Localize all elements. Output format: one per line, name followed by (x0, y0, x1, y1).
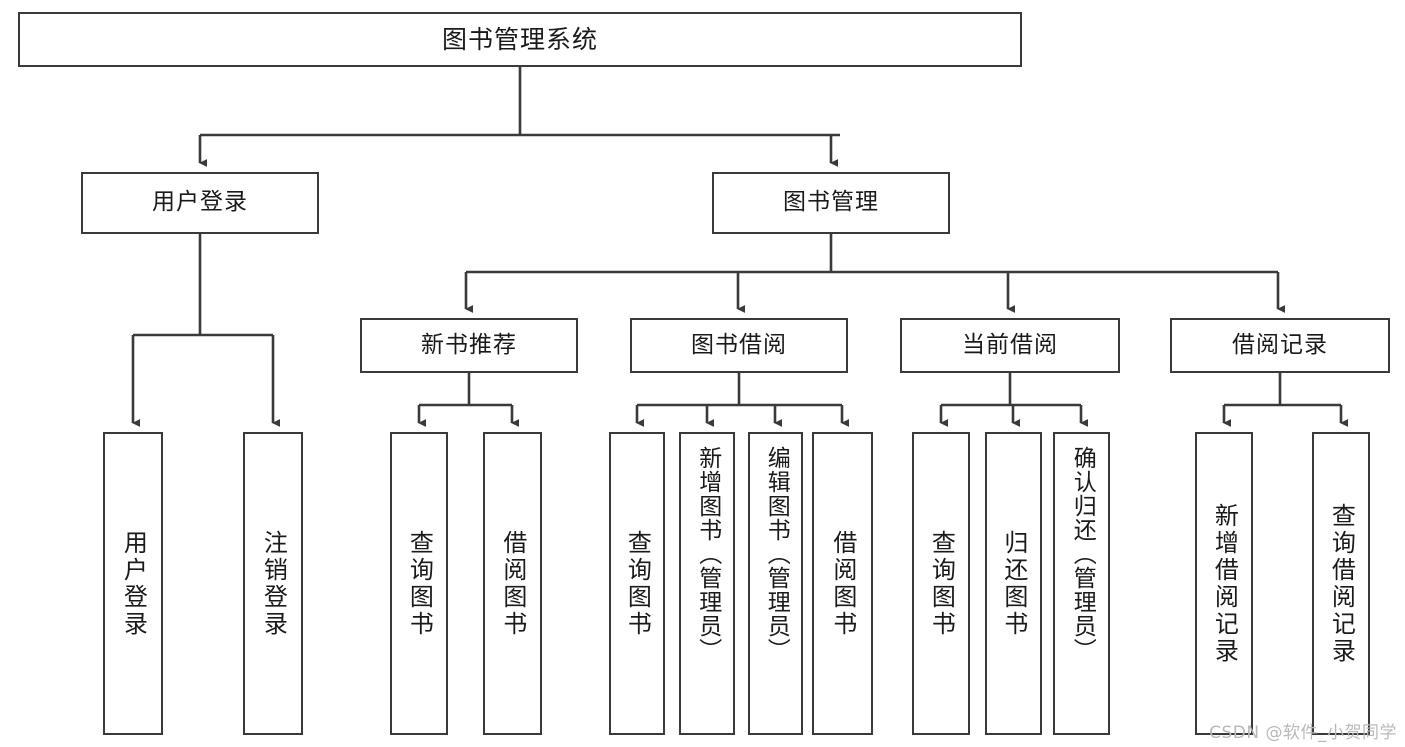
node-query-book-current[interactable]: 查询图书 (912, 432, 970, 735)
node-book-manage-label: 图书管理 (783, 189, 879, 216)
node-confirm-return-admin-label: 确认归还（管理员） (1069, 446, 1096, 662)
node-add-borrow-record-label: 新增借阅记录 (1210, 502, 1239, 665)
node-book-manage[interactable]: 图书管理 (712, 172, 950, 234)
node-borrow-book-rec-label: 借阅图书 (498, 529, 527, 638)
node-current-borrow[interactable]: 当前借阅 (900, 318, 1120, 373)
node-borrow-record[interactable]: 借阅记录 (1170, 318, 1390, 373)
node-add-book-admin[interactable]: 新增图书（管理员） (679, 432, 735, 735)
node-new-book-rec-label: 新书推荐 (421, 331, 517, 358)
node-query-book-current-label: 查询图书 (927, 529, 956, 638)
node-borrow-book-label: 借阅图书 (828, 529, 857, 638)
node-query-book-rec-label: 查询图书 (405, 529, 434, 638)
node-add-borrow-record[interactable]: 新增借阅记录 (1195, 432, 1253, 735)
node-user-login[interactable]: 用户登录 (81, 172, 319, 234)
node-borrow-book-rec[interactable]: 借阅图书 (483, 432, 542, 735)
node-user-login-label: 用户登录 (152, 189, 248, 216)
node-query-book-borrow[interactable]: 查询图书 (609, 432, 665, 735)
node-confirm-return-admin[interactable]: 确认归还（管理员） (1053, 432, 1110, 735)
node-user-login-leaf-label: 用户登录 (119, 529, 148, 638)
node-return-book-label: 归还图书 (999, 529, 1028, 638)
node-query-borrow-record-label: 查询借阅记录 (1327, 502, 1356, 665)
node-borrow-book[interactable]: 借阅图书 (812, 432, 873, 735)
node-user-login-leaf[interactable]: 用户登录 (103, 432, 163, 735)
node-book-borrow-label: 图书借阅 (691, 331, 787, 358)
node-logout-leaf[interactable]: 注销登录 (243, 432, 303, 735)
node-logout-leaf-label: 注销登录 (259, 529, 288, 638)
node-new-book-rec[interactable]: 新书推荐 (360, 318, 578, 373)
node-current-borrow-label: 当前借阅 (962, 331, 1058, 358)
node-root-label: 图书管理系统 (441, 24, 598, 54)
node-query-borrow-record[interactable]: 查询借阅记录 (1312, 432, 1370, 735)
node-edit-book-admin-label: 编辑图书（管理员） (763, 446, 790, 662)
node-root[interactable]: 图书管理系统 (18, 12, 1022, 67)
node-book-borrow[interactable]: 图书借阅 (630, 318, 848, 373)
csdn-watermark: CSDN @软件_小贺同学 (1209, 723, 1397, 743)
node-query-book-borrow-label: 查询图书 (623, 529, 652, 638)
node-query-book-rec[interactable]: 查询图书 (390, 432, 448, 735)
node-return-book[interactable]: 归还图书 (985, 432, 1042, 735)
node-borrow-record-label: 借阅记录 (1232, 331, 1328, 358)
node-add-book-admin-label: 新增图书（管理员） (694, 446, 721, 662)
node-edit-book-admin[interactable]: 编辑图书（管理员） (748, 432, 803, 735)
